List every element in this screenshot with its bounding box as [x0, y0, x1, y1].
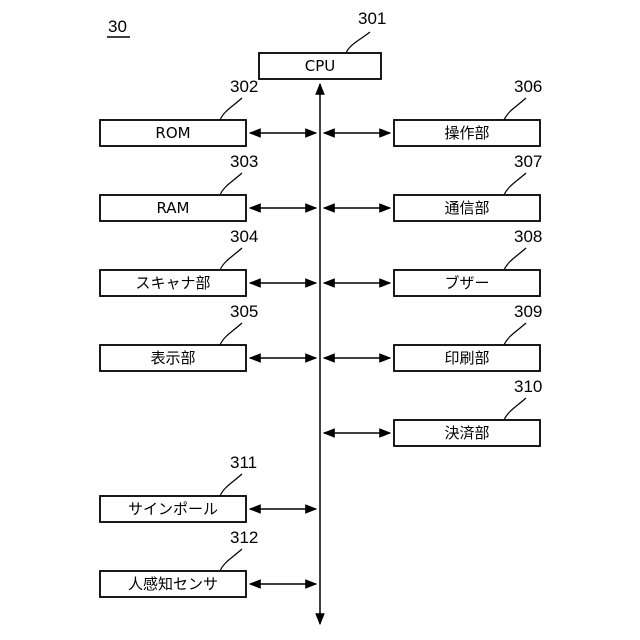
left-block-leader-311 — [220, 474, 242, 496]
left-block-label-305: 表示部 — [150, 349, 195, 367]
cpu-ref: 301 — [358, 9, 386, 28]
right-blocks: 操作部 306 通信部 307 ブザー 308 印刷部 309 決済部 310 — [324, 77, 542, 446]
left-block-leader-303 — [220, 173, 242, 195]
left-block-ref-311: 311 — [230, 453, 257, 472]
right-block-ref-306: 306 — [514, 77, 542, 96]
left-block-label-311: サインポール — [128, 500, 218, 518]
left-block-302: ROM 302 — [100, 77, 316, 146]
cpu-label: CPU — [305, 57, 336, 75]
left-block-label-303: RAM — [156, 199, 189, 217]
left-block-leader-304 — [220, 248, 242, 270]
right-block-307: 通信部 307 — [324, 152, 542, 221]
right-block-label-310: 決済部 — [444, 424, 489, 442]
right-block-310: 決済部 310 — [324, 377, 542, 446]
right-block-leader-309 — [504, 323, 526, 345]
right-block-leader-308 — [504, 248, 526, 270]
right-block-ref-307: 307 — [514, 152, 542, 171]
left-block-leader-302 — [220, 98, 242, 120]
left-block-label-312: 人感知センサ — [128, 575, 218, 593]
left-block-ref-303: 303 — [230, 152, 258, 171]
figure-label: 30 — [108, 17, 127, 36]
left-block-311: サインポール 311 — [100, 453, 316, 522]
right-block-leader-306 — [504, 98, 526, 120]
right-block-309: 印刷部 309 — [324, 302, 542, 371]
right-block-label-306: 操作部 — [444, 124, 489, 142]
left-block-ref-304: 304 — [230, 227, 258, 246]
right-block-label-308: ブザー — [444, 274, 489, 292]
right-block-label-309: 印刷部 — [444, 349, 489, 367]
cpu-block: CPU 301 — [259, 9, 386, 79]
right-block-308: ブザー 308 — [324, 227, 542, 296]
left-block-label-304: スキャナ部 — [135, 274, 210, 292]
right-block-leader-307 — [504, 173, 526, 195]
left-block-leader-305 — [220, 323, 242, 345]
right-block-ref-309: 309 — [514, 302, 542, 321]
right-block-306: 操作部 306 — [324, 77, 542, 146]
cpu-ref-leader — [346, 32, 370, 53]
left-block-leader-312 — [220, 549, 242, 571]
left-block-304: スキャナ部 304 — [100, 227, 316, 296]
left-block-303: RAM 303 — [100, 152, 316, 221]
right-block-ref-308: 308 — [514, 227, 542, 246]
left-block-ref-312: 312 — [230, 528, 258, 547]
right-block-ref-310: 310 — [514, 377, 542, 396]
right-block-label-307: 通信部 — [444, 199, 489, 217]
left-blocks: ROM 302RAM 303 スキャナ部 304 表示部 305 サインポール 311 人感知セン… — [100, 77, 316, 597]
right-block-leader-310 — [504, 398, 526, 420]
left-block-ref-305: 305 — [230, 302, 258, 321]
left-block-312: 人感知センサ 312 — [100, 528, 316, 597]
left-block-ref-302: 302 — [230, 77, 258, 96]
left-block-305: 表示部 305 — [100, 302, 316, 371]
left-block-label-302: ROM — [155, 124, 190, 142]
